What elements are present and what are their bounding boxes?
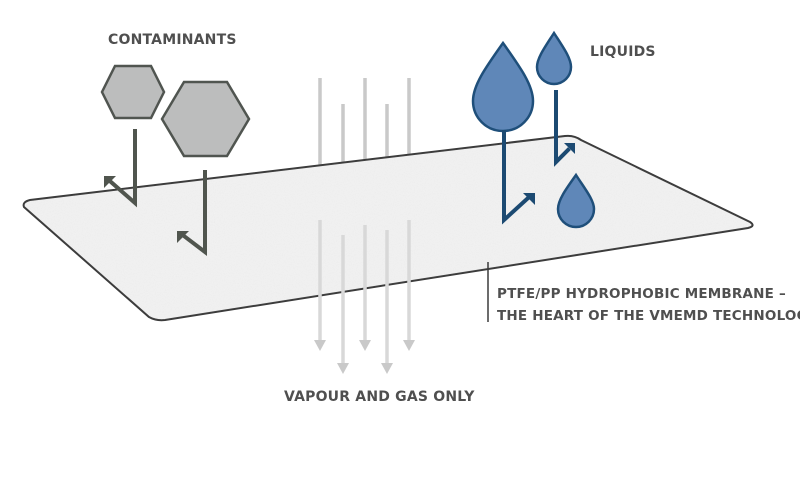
contaminants-group (100, 64, 251, 257)
vapour-arrows-lower (318, 220, 411, 363)
contaminants-label: CONTAMINANTS (108, 32, 237, 48)
liquid-arrowhead-1 (523, 193, 535, 205)
membrane-label-line2: THE HEART OF THE VMEMD TECHNOLOGY (497, 308, 800, 324)
vapour-arrowhead-3 (359, 340, 371, 351)
contaminant-hexagon-large (160, 80, 251, 158)
contaminant-arrowhead-2 (177, 231, 189, 243)
contaminant-arrow-1 (108, 129, 137, 208)
vapour-arrowhead-5 (403, 340, 415, 351)
contaminant-hexagon-small (100, 64, 166, 120)
vapour-arrowhead-1 (314, 340, 326, 351)
droplet-large-icon (471, 40, 535, 133)
vapour-arrowheads (314, 340, 415, 374)
liquid-bounce-arrows (502, 90, 571, 225)
liquids-group (471, 30, 596, 229)
liquid-arrow-2 (554, 90, 571, 167)
contaminant-arrow-2 (181, 170, 207, 257)
droplet-small-icon (535, 30, 573, 86)
liquid-arrow-1 (502, 130, 530, 225)
vapour-label: VAPOUR AND GAS ONLY (284, 389, 475, 405)
droplet-bounced-icon (556, 172, 596, 229)
liquid-arrowhead-2 (564, 143, 575, 154)
vapour-arrowhead-4 (381, 363, 393, 374)
vapour-arrowhead-2 (337, 363, 349, 374)
liquids-label: LIQUIDS (590, 44, 656, 60)
contaminant-arrowhead-1 (104, 176, 116, 188)
membrane-label-line1: PTFE/PP HYDROPHOBIC MEMBRANE – (497, 286, 786, 302)
contaminant-bounce-arrows (108, 129, 207, 257)
